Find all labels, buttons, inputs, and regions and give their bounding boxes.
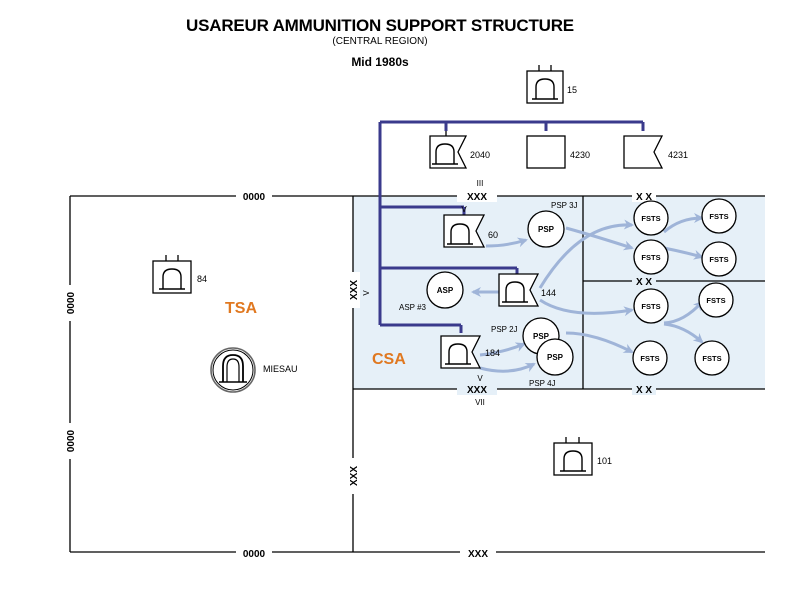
unit-15-depot: 15 bbox=[526, 65, 577, 104]
corps-vii-label: VII bbox=[475, 398, 485, 407]
command-lines bbox=[378, 120, 645, 333]
corps-v-label-lower: V bbox=[477, 374, 483, 383]
unit-84-depot: 84 bbox=[152, 255, 207, 294]
fsts-6: FSTS bbox=[706, 296, 725, 305]
fsts-7: FSTS bbox=[640, 354, 659, 363]
psp-3j-point: PSP PSP 3J bbox=[527, 201, 578, 248]
fsts-3: FSTS bbox=[709, 212, 728, 221]
fsts-1: FSTS bbox=[641, 214, 660, 223]
unit-84-label: 84 bbox=[197, 274, 207, 284]
asp-3-point: ASP ASP #3 bbox=[399, 271, 464, 312]
unit-4230-label: 4230 bbox=[570, 150, 590, 160]
corps-boundary-bottom: XXX bbox=[468, 549, 488, 560]
division-boundary-bottom: X X bbox=[636, 385, 652, 396]
army-group-boundary-left-upper: 0000 bbox=[66, 291, 77, 314]
unit-184-label: 184 bbox=[485, 348, 500, 358]
unit-60-label: 60 bbox=[488, 230, 498, 240]
unit-4231-label: 4231 bbox=[668, 150, 688, 160]
flow-arrows bbox=[471, 213, 704, 373]
army-group-boundary-left-lower: 0000 bbox=[66, 429, 77, 452]
psp-2j-symbol: PSP bbox=[533, 332, 550, 341]
diagram-title: USAREUR AMMUNITION SUPPORT STRUCTURE bbox=[186, 16, 574, 35]
psp-4j-symbol: PSP bbox=[547, 353, 564, 362]
tsa-label: TSA bbox=[225, 300, 257, 317]
division-boundary-top: X X bbox=[636, 192, 652, 203]
diagram-period: Mid 1980s bbox=[351, 55, 409, 69]
unit-15-label: 15 bbox=[567, 85, 577, 95]
unit-2040-label: 2040 bbox=[470, 150, 490, 160]
boundary-labels: 0000 0000 0000 0000 XXX III XXX V VII XX… bbox=[64, 179, 656, 560]
army-group-boundary-top: 0000 bbox=[243, 192, 266, 203]
psp-2j-label: PSP 2J bbox=[491, 325, 518, 334]
fsts-4: FSTS bbox=[709, 255, 728, 264]
unit-184-depot: 184 bbox=[440, 335, 500, 369]
asp-3-label: ASP #3 bbox=[399, 303, 427, 312]
corps-iii-label: III bbox=[477, 179, 484, 188]
corps-boundary-vertical-lower: XXX bbox=[349, 466, 360, 486]
asp-3-symbol: ASP bbox=[437, 286, 454, 295]
miesau-depot: MIESAU bbox=[210, 347, 298, 393]
unit-101-label: 101 bbox=[597, 456, 612, 466]
diagram-subtitle: (CENTRAL REGION) bbox=[332, 36, 428, 47]
psp-4j-point: PSP PSP 4J bbox=[529, 338, 574, 388]
csa-label: CSA bbox=[372, 351, 406, 368]
corps-boundary-vertical-upper: XXX bbox=[349, 280, 360, 300]
miesau-label: MIESAU bbox=[263, 364, 298, 374]
unit-144-depot: 144 bbox=[498, 273, 556, 307]
army-group-boundary-bottom: 0000 bbox=[243, 549, 266, 560]
fsts-8: FSTS bbox=[702, 354, 721, 363]
unit-4230-box: 4230 bbox=[526, 135, 590, 169]
corps-v-label-side: V bbox=[362, 290, 371, 296]
fsts-2: FSTS bbox=[641, 253, 660, 262]
unit-60-depot: 60 V bbox=[443, 205, 498, 248]
unit-2040-depot: 2040 bbox=[429, 131, 490, 169]
fsts-5: FSTS bbox=[641, 302, 660, 311]
boundary-lines bbox=[69, 195, 765, 553]
psp-3j-label: PSP 3J bbox=[551, 201, 578, 210]
unit-60-corps-v: V bbox=[461, 205, 467, 214]
psp-3j-symbol: PSP bbox=[538, 225, 555, 234]
unit-101-depot: 101 bbox=[553, 437, 612, 476]
division-boundary-middle: X X bbox=[636, 277, 652, 288]
corps-boundary-top: XXX bbox=[467, 192, 487, 203]
psp-4j-label: PSP 4J bbox=[529, 379, 556, 388]
corps-boundary-middle: XXX bbox=[467, 385, 487, 396]
fsts-points: FSTS FSTS FSTS FSTS FSTS FSTS FSTS FSTS bbox=[632, 198, 737, 376]
unit-144-label: 144 bbox=[541, 288, 556, 298]
unit-4231-box: 4231 bbox=[623, 135, 688, 169]
